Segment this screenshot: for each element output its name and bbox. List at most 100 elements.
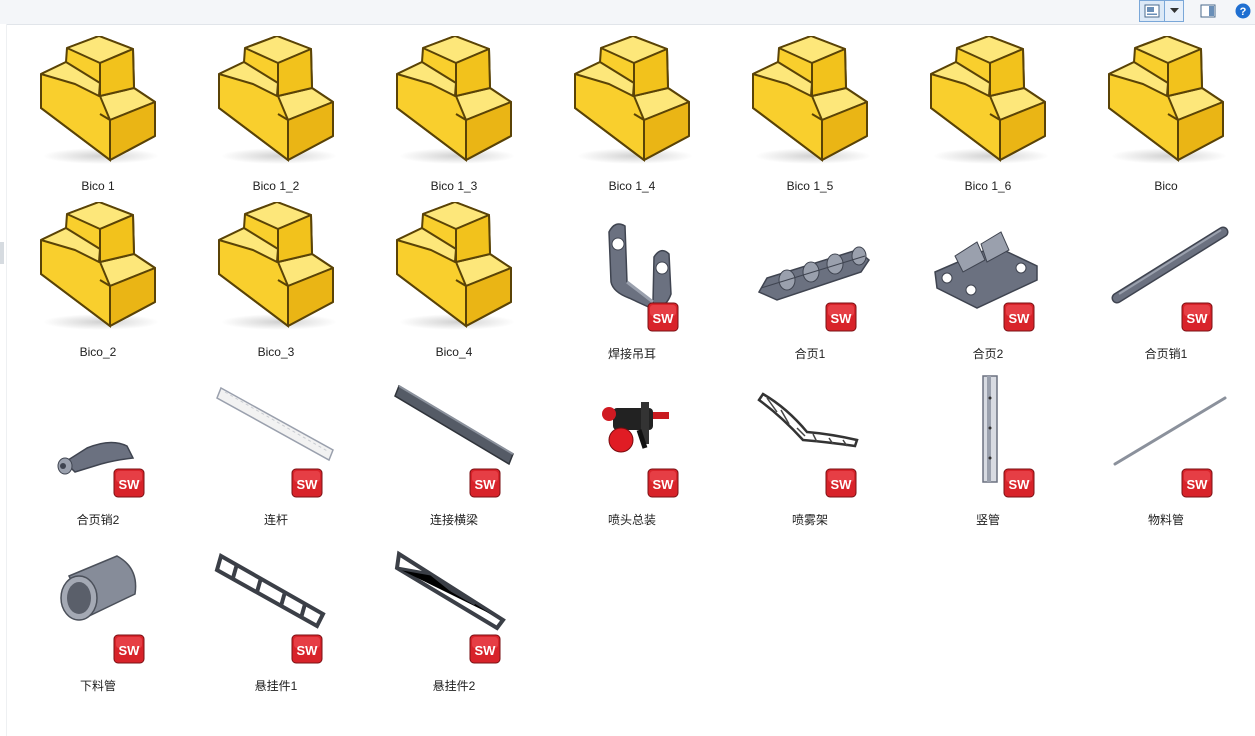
sw-badge-text: SW [297,477,319,492]
file-item[interactable]: SW 连接横梁 [366,362,542,527]
change-view-button[interactable] [1139,0,1165,22]
file-item[interactable]: SW 下料管 [10,528,186,693]
folder-icon [391,35,521,164]
part-thumbnail-icon [925,368,1055,496]
part-thumbnail-icon [391,534,521,662]
folder-item[interactable]: Bico_2 [10,196,186,359]
file-name-label: Bico 1 [81,179,115,193]
file-item[interactable]: SW 物料管 [1078,362,1254,527]
file-item[interactable]: SW 合页2 [900,196,1076,361]
file-item[interactable]: SW 合页销1 [1078,196,1254,361]
file-item[interactable]: SW 合页1 [722,196,898,361]
sw-badge-text: SW [119,643,141,658]
help-button[interactable]: ? [1233,0,1253,22]
part-thumbnail-icon [35,534,165,662]
file-item[interactable]: SW 喷雾架 [722,362,898,527]
folder-icon [391,201,521,330]
sw-badge-text: SW [831,477,853,492]
preview-pane-button[interactable] [1197,0,1219,22]
file-name-label: 喷雾架 [791,513,828,527]
solidworks-badge-icon: SW [647,302,679,332]
part-thumbnail-icon [1103,202,1233,330]
sw-badge-text: SW [475,643,497,658]
part-thumbnail-icon [747,368,877,496]
folder-item[interactable]: Bico [1078,30,1254,193]
file-name-label: 连杆 [263,513,288,527]
help-icon: ? [1235,3,1251,19]
folder-icon [569,35,699,164]
file-name-label: 下料管 [79,679,116,693]
file-name-label: 合页销1 [1144,347,1188,361]
solidworks-badge-icon: SW [469,634,501,664]
chevron-down-icon [1169,8,1179,13]
folder-item[interactable]: Bico 1_4 [544,30,720,193]
part-thumbnail-icon [569,202,699,330]
file-item[interactable]: SW 焊接吊耳 [544,196,720,361]
file-item[interactable]: SW 喷头总装 [544,362,720,527]
file-name-label: Bico_3 [257,345,295,359]
sw-badge-text: SW [1187,311,1209,326]
folder-icon [925,35,1055,164]
sw-badge-text: SW [119,477,141,492]
folder-icon [213,35,343,164]
file-name-label: 合页1 [794,347,826,361]
solidworks-badge-icon: SW [825,468,857,498]
solidworks-badge-icon: SW [1003,468,1035,498]
folder-item[interactable]: Bico_4 [366,196,542,359]
part-thumbnail-icon [391,368,521,496]
part-thumbnail-icon [925,202,1055,330]
folder-item[interactable]: Bico_3 [188,196,364,359]
file-name-label: 竖管 [975,513,1000,527]
solidworks-badge-icon: SW [113,468,145,498]
file-name-label: 喷头总装 [607,513,656,527]
solidworks-badge-icon: SW [647,468,679,498]
file-name-label: 悬挂件1 [254,679,298,693]
folder-icon [1103,35,1233,164]
folder-item[interactable]: Bico 1 [10,30,186,193]
file-name-label: Bico_2 [79,345,117,359]
file-item[interactable]: SW 连杆 [188,362,364,527]
file-item[interactable]: SW 竖管 [900,362,1076,527]
solidworks-badge-icon: SW [1181,468,1213,498]
folder-item[interactable]: Bico 1_6 [900,30,1076,193]
sw-badge-text: SW [831,311,853,326]
sw-badge-text: SW [297,643,319,658]
file-name-label: 焊接吊耳 [607,347,656,361]
folder-item[interactable]: Bico 1_2 [188,30,364,193]
toolbar: ? [0,0,1255,25]
file-name-label: 合页2 [972,347,1004,361]
solidworks-badge-icon: SW [825,302,857,332]
help-glyph: ? [1240,6,1247,18]
part-thumbnail-icon [747,202,877,330]
solidworks-badge-icon: SW [113,634,145,664]
navigation-pane-edge [0,24,7,736]
file-name-label: 连接横梁 [429,513,478,527]
folder-item[interactable]: Bico 1_3 [366,30,542,193]
file-name-label: 物料管 [1147,513,1184,527]
file-name-label: Bico 1_2 [252,179,300,193]
folder-item[interactable]: Bico 1_5 [722,30,898,193]
sw-badge-text: SW [653,477,675,492]
folder-icon [213,201,343,330]
folder-icon [747,35,877,164]
large-icons-view-icon [1144,4,1160,18]
solidworks-badge-icon: SW [1181,302,1213,332]
file-name-label: Bico 1_4 [608,179,656,193]
solidworks-badge-icon: SW [291,634,323,664]
part-thumbnail-icon [1103,368,1233,496]
file-name-label: Bico_4 [435,345,473,359]
folder-icon [35,201,165,330]
part-thumbnail-icon [213,534,343,662]
file-item[interactable]: SW 悬挂件1 [188,528,364,693]
solidworks-badge-icon: SW [1003,302,1035,332]
file-name-label: Bico 1_5 [786,179,834,193]
part-thumbnail-icon [35,368,165,496]
sw-badge-text: SW [475,477,497,492]
file-name-label: Bico [1154,179,1178,193]
folder-icon [35,35,165,164]
splitter-handle[interactable] [0,242,4,264]
file-name-label: Bico 1_6 [964,179,1012,193]
view-options-dropdown[interactable] [1165,0,1184,22]
